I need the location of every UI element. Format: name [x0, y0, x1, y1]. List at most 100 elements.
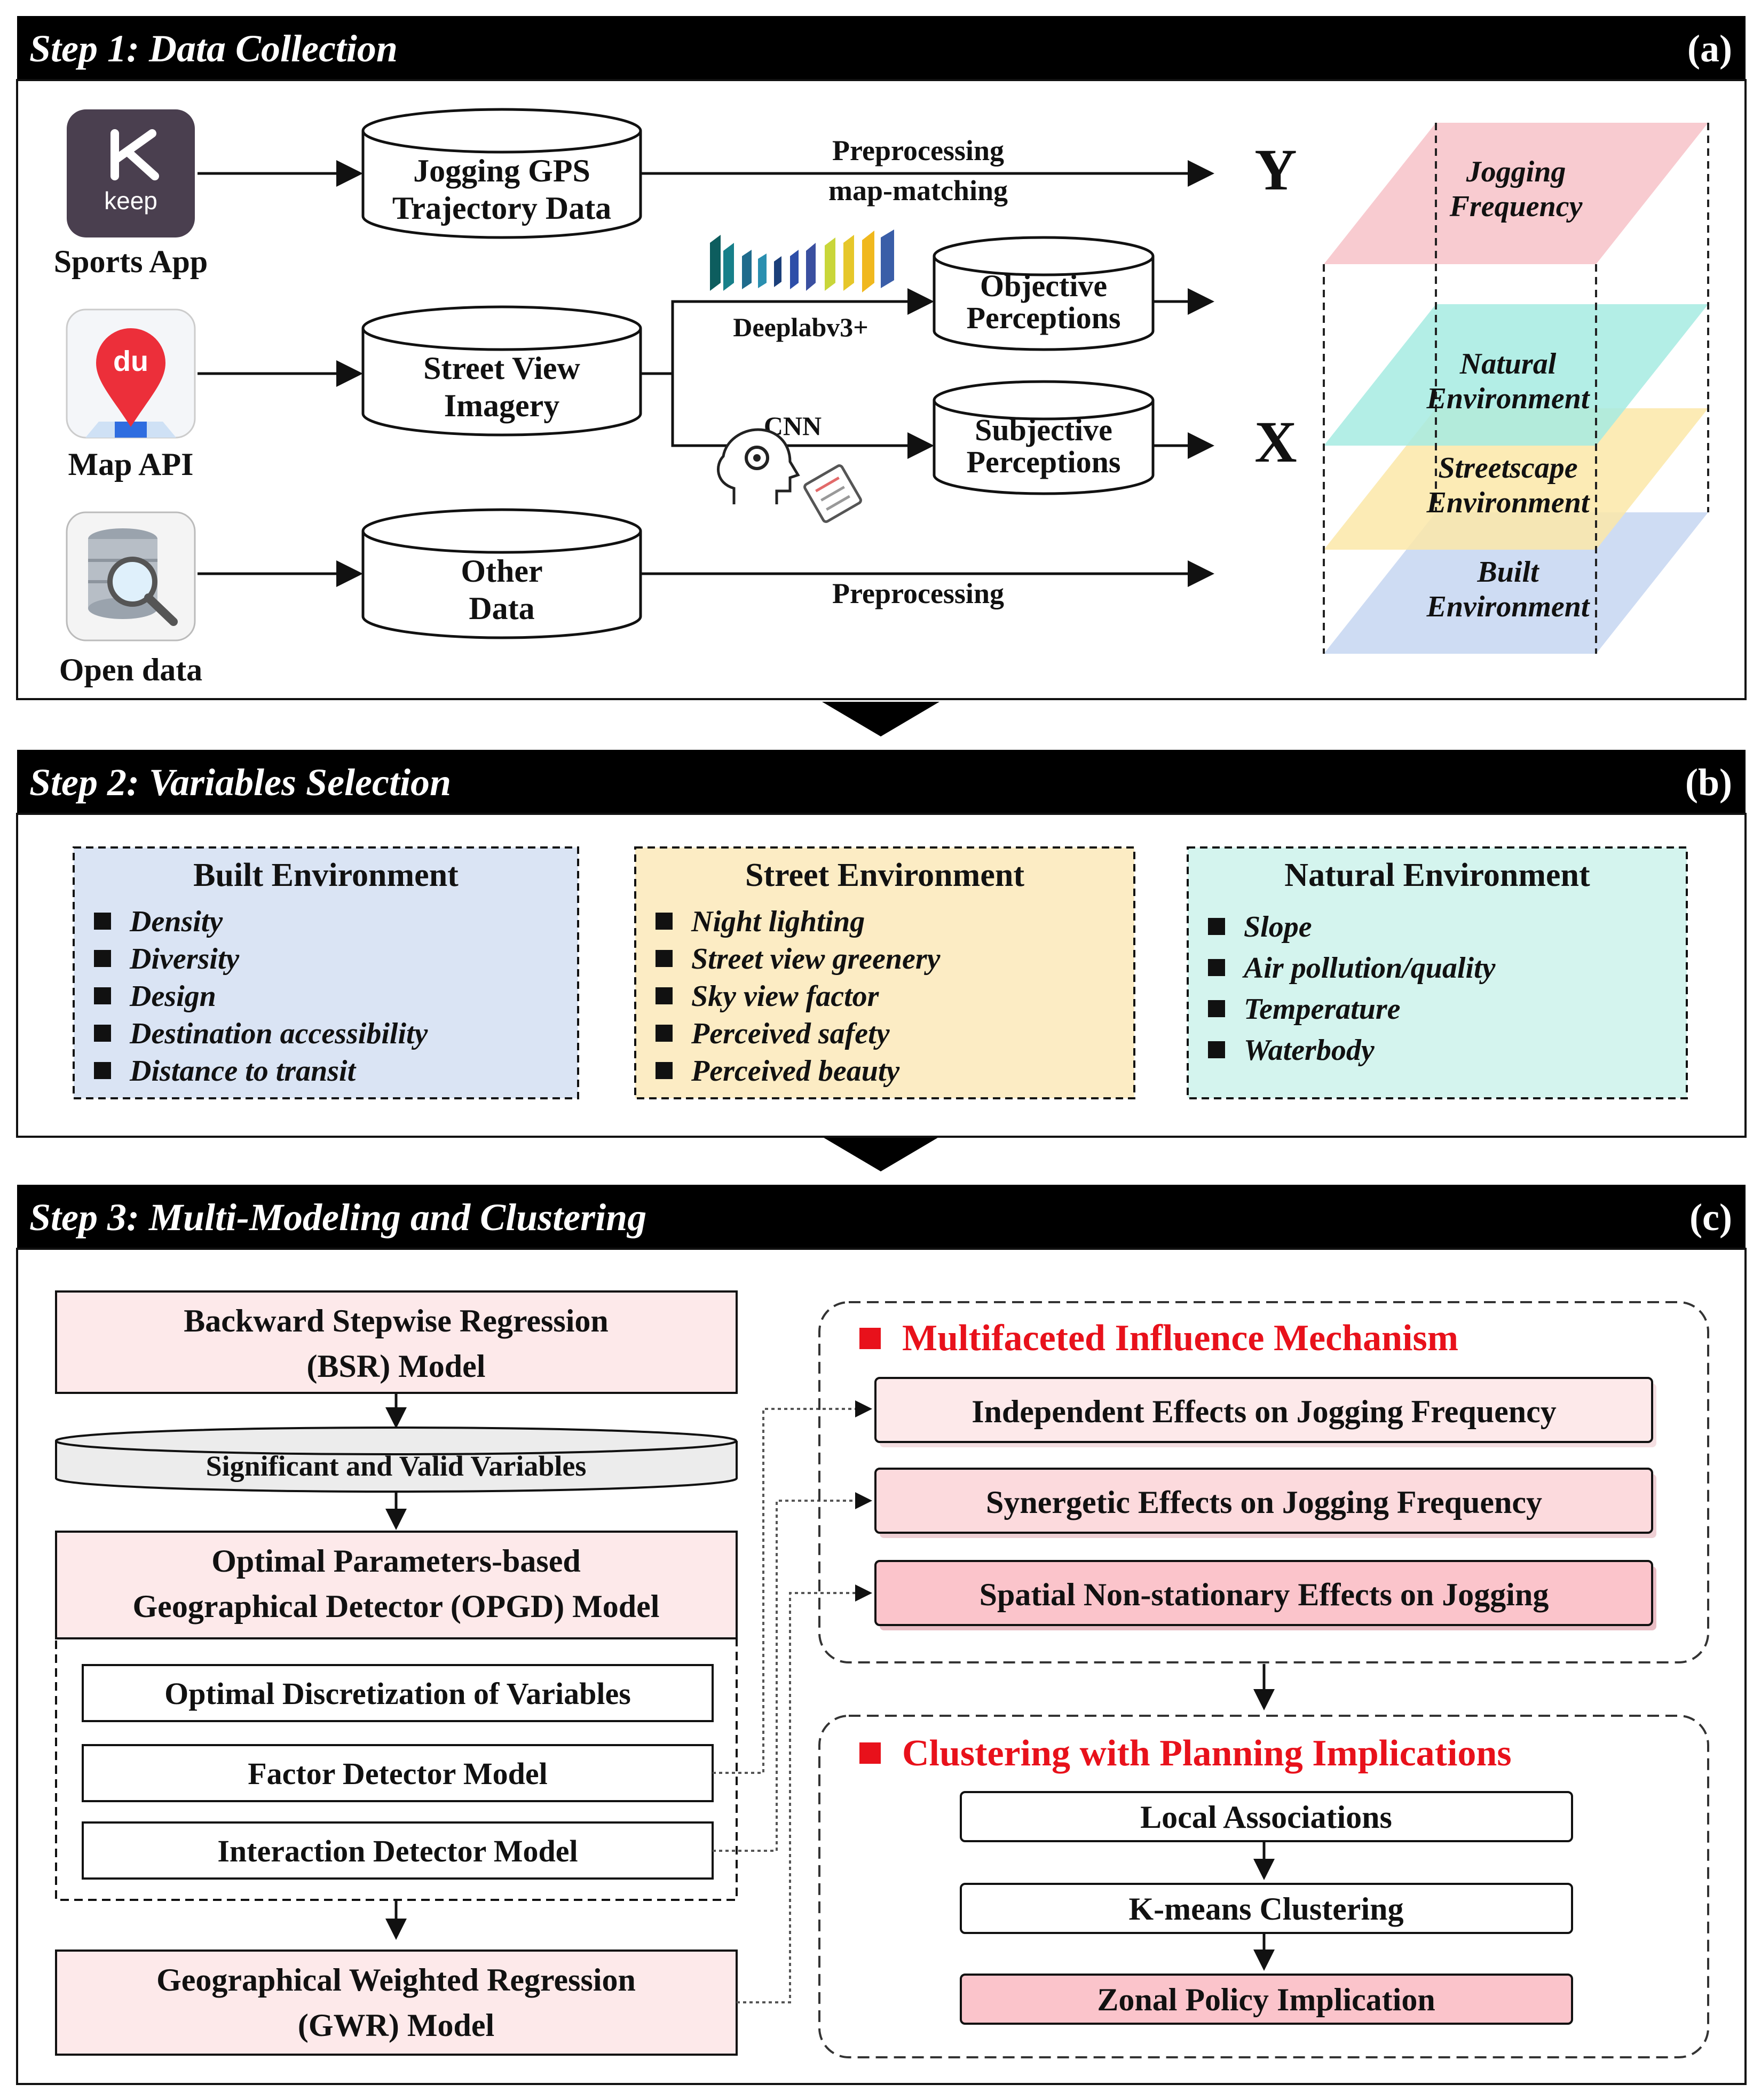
variable-group-title: Built Environment — [193, 857, 459, 893]
mech-item-spatial: Spatial Non-stationary Effects on Joggin… — [874, 1560, 1656, 1630]
variable-item: Diversity — [129, 942, 240, 976]
clus-item-kmeans: K-means Clustering — [960, 1883, 1573, 1934]
svg-text:Environment: Environment — [1426, 486, 1590, 519]
svg-text:Optimal Parameters-based: Optimal Parameters-based — [211, 1543, 581, 1579]
cylinder-objective-perceptions: Objective Perceptions — [933, 236, 1155, 351]
opgd-model-box: Optimal Parameters-based Geographical De… — [55, 1531, 738, 1639]
svg-text:Other: Other — [461, 553, 542, 589]
y-label: Y — [1254, 137, 1297, 202]
svg-text:(GWR) Model: (GWR) Model — [298, 2008, 494, 2043]
flow-triangle-2 — [822, 1137, 939, 1171]
step2-title: Step 2: Variables Selection — [29, 761, 451, 804]
bullet-square — [94, 1025, 111, 1042]
label-deeplab: Deeplabv3+ — [733, 312, 868, 342]
svg-text:Perceptions: Perceptions — [967, 300, 1121, 335]
step2-tag: (b) — [1685, 761, 1732, 804]
label-preprocessing-2: Preprocessing — [832, 577, 1004, 609]
variable-item: Air pollution/quality — [1242, 952, 1496, 985]
flow-triangle-1 — [822, 702, 939, 736]
variable-item: Density — [129, 905, 223, 938]
svg-text:Built: Built — [1476, 556, 1539, 589]
connector-gwr — [737, 1584, 872, 2003]
step2-header-bar — [17, 750, 1746, 814]
source-label-open-data: Open data — [59, 652, 202, 687]
svg-text:Significant and Valid Variable: Significant and Valid Variables — [206, 1450, 587, 1482]
mechanism-title: Multifaceted Influence Mechanism — [902, 1318, 1458, 1359]
bullet-square — [656, 1062, 673, 1079]
cylinder-street-view: Street View Imagery — [361, 305, 642, 437]
gwr-model-box: Geographical Weighted Regression (GWR) M… — [55, 1950, 738, 2056]
label-preprocessing-1: Preprocessing — [832, 134, 1004, 167]
arrow-sv-to-objective — [641, 288, 934, 375]
keep-app-icon: keep — [67, 109, 195, 237]
mech-item-independent: Independent Effects on Jogging Frequency — [874, 1377, 1656, 1447]
variable-item: Perceived safety — [691, 1017, 890, 1050]
svg-text:Frequency: Frequency — [1449, 190, 1583, 223]
x-label: X — [1254, 409, 1297, 474]
svg-text:K-means Clustering: K-means Clustering — [1129, 1891, 1404, 1927]
svg-text:Spatial Non-stationary Effects: Spatial Non-stationary Effects on Joggin… — [980, 1577, 1549, 1612]
bullet-square — [94, 987, 111, 1004]
svg-text:Natural: Natural — [1459, 347, 1557, 381]
step1-title: Step 1: Data Collection — [29, 27, 398, 70]
bullet-square — [1208, 918, 1225, 935]
svg-text:Perceptions: Perceptions — [967, 445, 1121, 479]
cylinder-subjective-perceptions: Subjective Perceptions — [933, 380, 1155, 495]
clustering-title: Clustering with Planning Implications — [902, 1733, 1512, 1774]
step3-title: Step 3: Multi-Modeling and Clustering — [29, 1196, 646, 1239]
neural-network-icon — [710, 229, 894, 292]
bullet-square — [656, 1025, 673, 1042]
opgd-item-discretization: Optimal Discretization of Variables — [82, 1664, 714, 1722]
checklist-icon — [803, 464, 862, 523]
step1-frame — [16, 79, 1747, 700]
svg-text:Data: Data — [469, 591, 534, 626]
variable-item: Temperature — [1244, 993, 1400, 1026]
variable-groups: Built EnvironmentDensityDiversityDesignD… — [73, 846, 1688, 1099]
source-label-map-api: Map API — [68, 447, 193, 482]
arrow-sv-to-subjective — [671, 374, 934, 459]
mechanism-bullet — [859, 1328, 881, 1349]
connector-interaction — [713, 1492, 872, 1852]
variable-group-title: Natural Environment — [1284, 857, 1590, 893]
mech-item-synergetic: Synergetic Effects on Jogging Frequency — [874, 1468, 1656, 1538]
significant-variables-cylinder: Significant and Valid Variables — [55, 1427, 738, 1493]
bullet-square — [94, 1062, 111, 1079]
variable-item: Night lighting — [691, 905, 865, 938]
clus-item-local: Local Associations — [960, 1791, 1573, 1842]
step1-header-bar — [17, 16, 1746, 80]
svg-text:Jogging GPS: Jogging GPS — [413, 153, 590, 188]
svg-text:Geographical Weighted Regressi: Geographical Weighted Regression — [156, 1962, 636, 1998]
variable-item: Street view greenery — [691, 942, 941, 976]
opgd-item-factor-detector: Factor Detector Model — [82, 1744, 714, 1802]
cylinder-gps-trajectory: Jogging GPS Trajectory Data — [361, 108, 642, 239]
baidu-map-icon: du — [66, 308, 196, 439]
bullet-square — [1208, 1000, 1225, 1017]
bullet-square — [656, 987, 673, 1004]
svg-text:du: du — [113, 345, 148, 377]
step3-tag: (c) — [1689, 1196, 1732, 1239]
opgd-submodels-dashed — [55, 1637, 738, 1901]
opgd-item-interaction-detector: Interaction Detector Model — [82, 1821, 714, 1880]
variable-group-title: Street Environment — [745, 857, 1024, 893]
step3-header-bar — [17, 1185, 1746, 1249]
step2-frame — [16, 813, 1747, 1138]
variable-item: Destination accessibility — [129, 1017, 429, 1050]
bullet-square — [656, 950, 673, 967]
svg-text:Geographical Detector (OPGD) M: Geographical Detector (OPGD) Model — [133, 1589, 660, 1624]
svg-text:keep: keep — [104, 187, 157, 215]
step3-frame — [16, 1248, 1747, 2085]
step2-panel: Step 2: Variables Selection (b) Built En… — [16, 750, 1747, 1138]
variable-item: Distance to transit — [129, 1055, 357, 1088]
clustering-container — [818, 1715, 1709, 2058]
layer-natural — [1324, 304, 1708, 446]
source-label-sports-app: Sports App — [54, 244, 208, 279]
bullet-square — [94, 913, 111, 930]
svg-text:Streetscape: Streetscape — [1438, 451, 1577, 485]
svg-text:Zonal Policy Implication: Zonal Policy Implication — [1097, 1982, 1435, 2017]
step3-panel: Step 3: Multi-Modeling and Clustering (c… — [16, 1185, 1747, 2085]
bsr-model-box: Backward Stepwise Regression (BSR) Model — [55, 1290, 738, 1394]
